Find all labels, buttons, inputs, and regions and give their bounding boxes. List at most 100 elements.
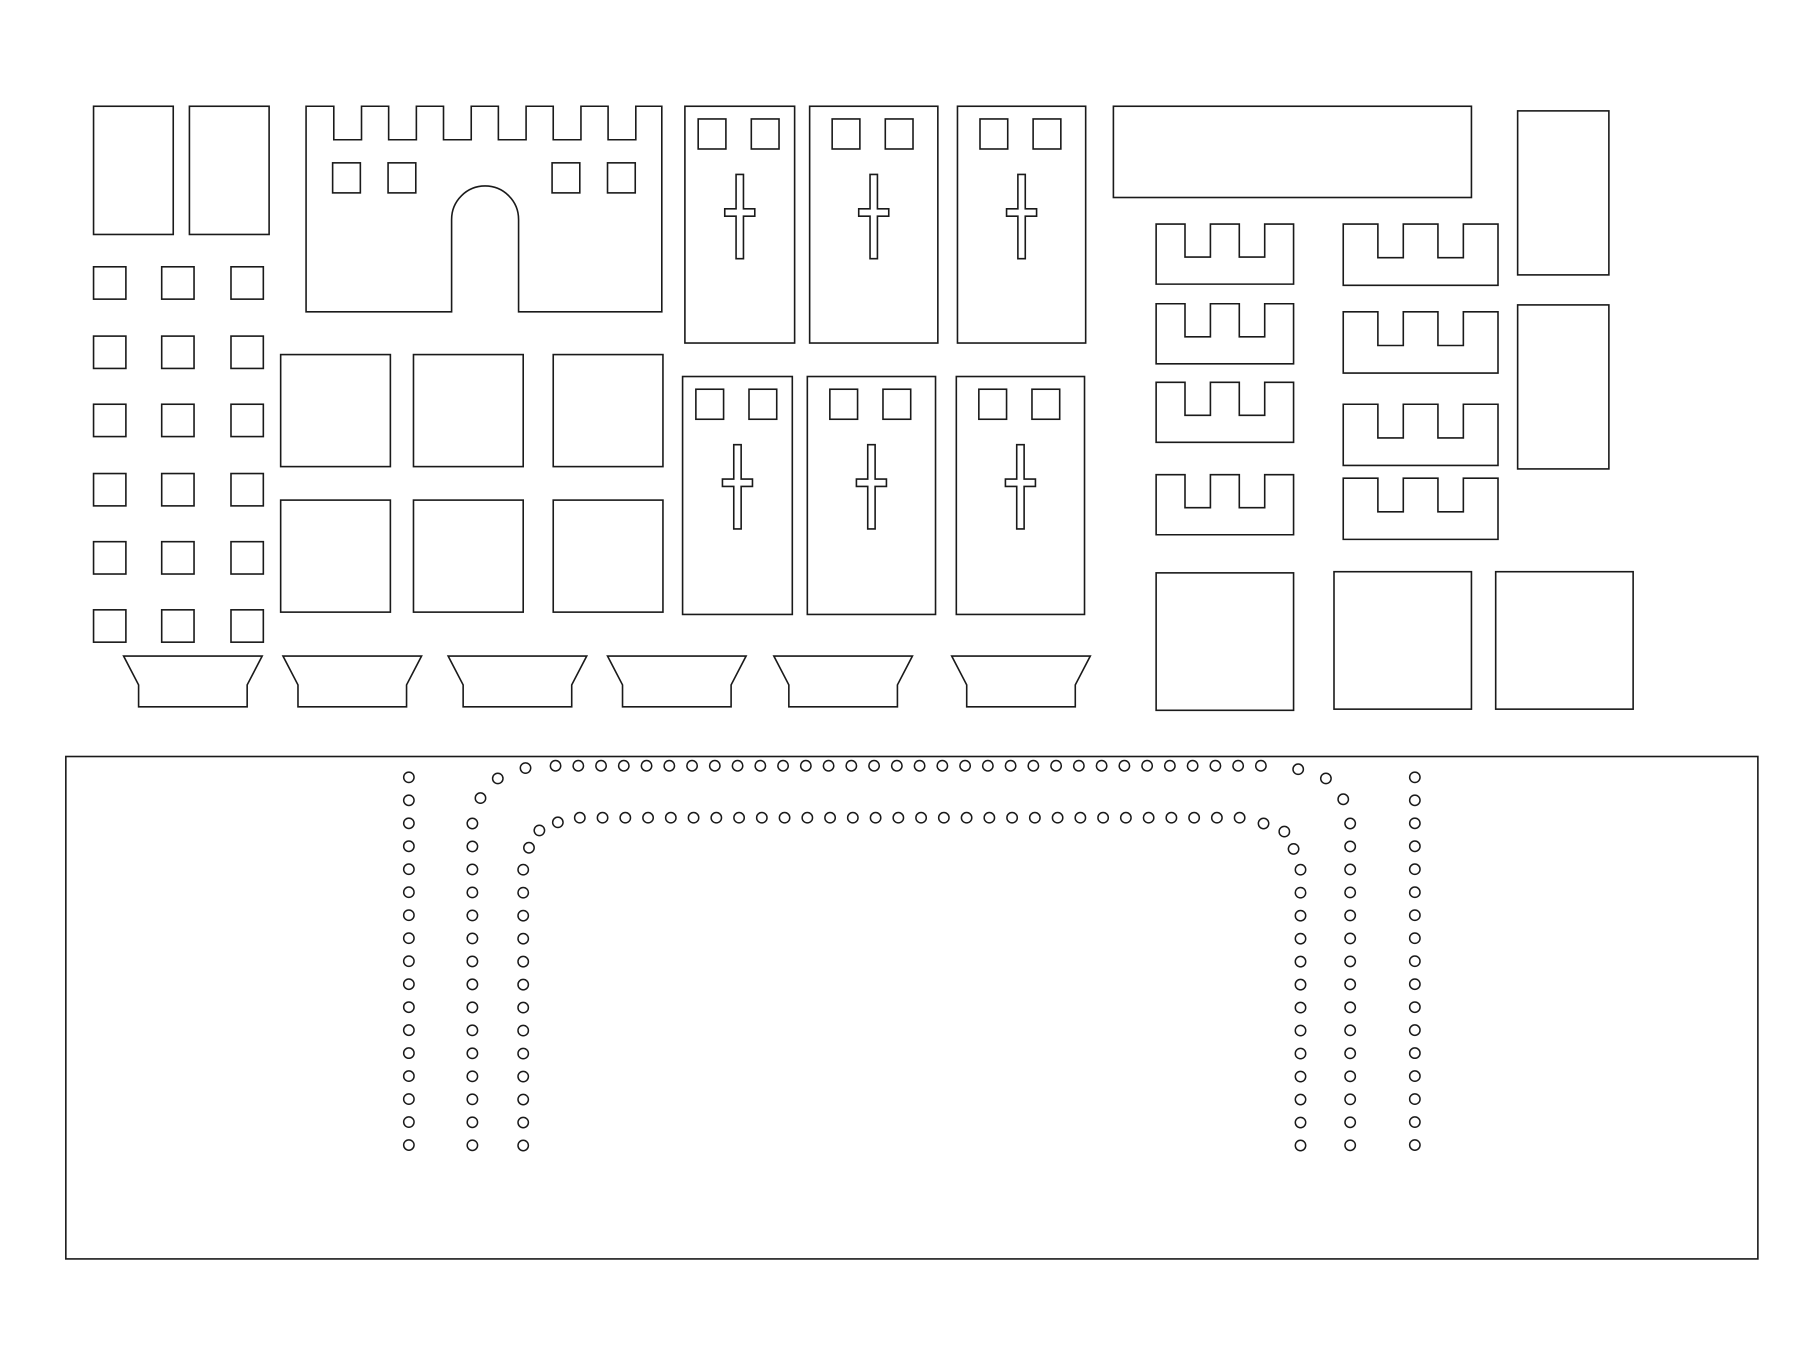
gatehouse-wall	[305, 105, 663, 313]
peg-hole	[1050, 759, 1063, 772]
narrow-panel	[1516, 110, 1610, 276]
peg-hole	[1294, 863, 1307, 876]
peg-hole	[937, 811, 950, 824]
peg-hole	[1141, 759, 1154, 772]
tower-panel	[681, 375, 794, 616]
wall-square	[279, 353, 392, 468]
peg-hole	[1294, 978, 1307, 991]
window-square	[92, 335, 127, 370]
peg-hole	[402, 978, 415, 991]
window-square	[230, 265, 265, 300]
peg-hole	[778, 811, 791, 824]
peg-hole	[1004, 759, 1017, 772]
peg-hole	[1294, 1047, 1307, 1060]
peg-hole	[1292, 763, 1305, 776]
gatehouse-window	[331, 162, 362, 194]
window-square	[92, 472, 127, 507]
gatehouse-outline	[305, 105, 663, 313]
peg-hole	[466, 1001, 479, 1014]
peg-hole	[1072, 759, 1085, 772]
peg-hole	[1074, 811, 1087, 824]
peg-hole	[1344, 1116, 1357, 1129]
peg-hole	[1294, 1070, 1307, 1083]
peg-hole	[686, 759, 699, 772]
window-square	[160, 403, 195, 438]
peg-hole	[1118, 759, 1131, 772]
peg-hole	[1287, 842, 1300, 855]
peg-hole	[517, 863, 530, 876]
peg-hole	[402, 794, 415, 807]
tower-outline	[808, 105, 939, 344]
peg-hole	[517, 955, 530, 968]
peg-hole	[1408, 863, 1421, 876]
peg-hole	[402, 1116, 415, 1129]
peg-hole	[466, 1047, 479, 1060]
peg-hole	[1408, 955, 1421, 968]
peg-hole	[1344, 932, 1357, 945]
peg-hole	[1408, 771, 1421, 784]
peg-hole	[1294, 1139, 1307, 1152]
tower-window	[748, 388, 778, 421]
base-trapezoid	[446, 655, 589, 708]
tower-window	[1031, 388, 1061, 421]
peg-hole	[777, 759, 790, 772]
peg-hole	[1294, 932, 1307, 945]
tower-window	[1032, 118, 1062, 150]
battlement-piece	[1155, 381, 1295, 444]
window-square	[160, 609, 195, 643]
peg-hole	[517, 1024, 530, 1037]
window-square	[230, 540, 265, 575]
battlement-piece	[1155, 473, 1295, 536]
peg-hole	[617, 759, 630, 772]
peg-hole	[402, 1139, 415, 1151]
peg-hole	[731, 759, 744, 772]
peg-hole	[466, 1116, 479, 1129]
peg-hole	[1408, 1047, 1421, 1060]
peg-hole	[466, 1093, 479, 1106]
peg-hole	[754, 759, 767, 772]
side-panel	[92, 105, 175, 236]
battlement-pieces	[1155, 223, 1499, 541]
battlement-piece	[1342, 311, 1499, 374]
window-square	[230, 335, 265, 370]
peg-hole	[663, 759, 676, 772]
wall-square	[552, 499, 664, 613]
peg-hole	[664, 811, 677, 824]
peg-hole	[1294, 955, 1307, 968]
peg-hole	[1163, 759, 1176, 772]
peg-hole	[1027, 759, 1040, 772]
tower-window	[829, 388, 859, 421]
peg-hole	[1408, 1116, 1421, 1129]
peg-hole	[1344, 1001, 1357, 1014]
tower-window	[697, 118, 727, 150]
peg-hole	[1186, 759, 1199, 772]
peg-hole	[1095, 759, 1108, 772]
peg-hole	[936, 759, 949, 772]
peg-hole	[1344, 955, 1357, 968]
peg-hole	[981, 759, 994, 772]
peg-hole	[1344, 886, 1357, 899]
peg-hole	[517, 1047, 530, 1060]
peg-hole	[1344, 1070, 1357, 1083]
peg-hole	[1233, 811, 1246, 824]
peg-hole	[1344, 978, 1357, 991]
peg-hole	[1165, 811, 1178, 824]
peg-hole	[799, 759, 812, 772]
peg-hole	[1294, 886, 1307, 899]
peg-hole	[710, 811, 723, 824]
peg-hole	[822, 759, 835, 772]
tower-panel	[955, 375, 1086, 616]
peg-hole	[1344, 1093, 1357, 1106]
peg-hole	[402, 886, 415, 899]
cross-arrow-slit	[1005, 173, 1038, 260]
peg-hole	[687, 811, 700, 824]
peg-hole	[1232, 759, 1245, 772]
peg-hole	[1294, 909, 1307, 922]
peg-hole	[402, 863, 415, 876]
peg-hole	[519, 762, 532, 775]
peg-hole	[1408, 886, 1421, 899]
tower-window	[884, 118, 914, 150]
window-square	[160, 265, 195, 300]
tower-window	[978, 388, 1008, 421]
peg-hole	[824, 811, 837, 824]
